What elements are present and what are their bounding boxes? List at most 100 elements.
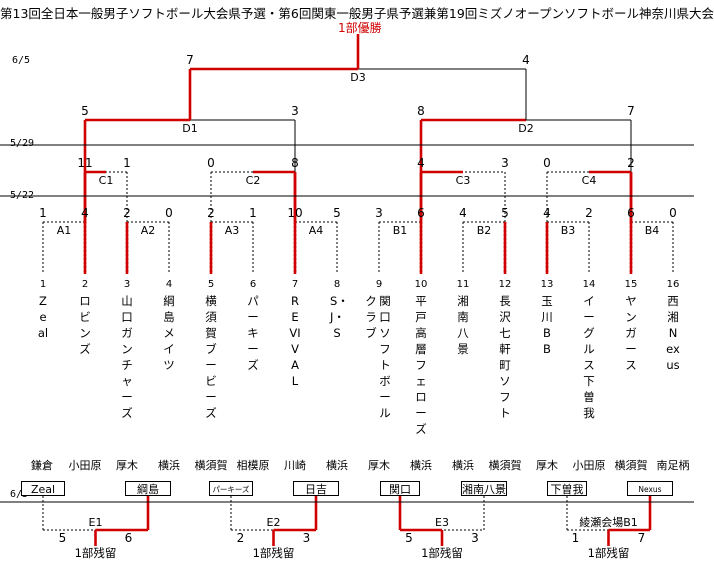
lower-result: 1部残留 (587, 546, 630, 560)
lower-match-label: E1 (88, 516, 103, 529)
team-seed: 6 (249, 279, 257, 290)
team-seed: 2 (81, 279, 89, 290)
team-name: S・J・S (330, 294, 349, 340)
score-right: 5 (333, 206, 341, 220)
score-right: 2 (585, 206, 593, 220)
score-right: 4 (81, 206, 89, 220)
score-right: 7 (627, 104, 635, 118)
team-name: パーキーズ (247, 294, 259, 372)
score-right: 1 (249, 206, 257, 220)
score-right: 3 (291, 104, 299, 118)
city-left-2: 小田原 (68, 459, 102, 472)
lower-team-box: 関口 (380, 481, 420, 496)
lower-score-left: 5 (405, 531, 413, 545)
city-left-2: 小田原 (572, 459, 606, 472)
city-right: 横須賀 (614, 459, 648, 472)
lower-score-left: 5 (58, 531, 67, 545)
score-left: 5 (81, 104, 89, 118)
lower-score-right: 3 (302, 531, 311, 545)
lower-score-right: 7 (637, 531, 646, 545)
score-right: 3 (501, 156, 509, 170)
team-seed: 11 (456, 279, 470, 290)
team-seed: 8 (333, 279, 341, 290)
lower-team-box: 下曽我 (547, 481, 587, 496)
match-label: B1 (392, 224, 408, 237)
team-name: 玉川BB (541, 294, 553, 356)
lower-team-box: 綱島 (125, 481, 171, 496)
score-right: 8 (291, 156, 299, 170)
match-label: C1 (98, 174, 114, 187)
team-name: Zeal (37, 294, 49, 340)
team-name: イーグルス下曽我 (583, 294, 595, 420)
team-seed: 13 (540, 279, 554, 290)
city-right: 厚木 (116, 459, 138, 472)
team-seed: 12 (498, 279, 512, 290)
score-left: 4 (459, 206, 467, 220)
team-name: ヤンガース (625, 294, 637, 372)
score-left: 11 (77, 156, 93, 170)
match-label: D1 (182, 122, 198, 135)
lower-team-box: 湘南八景 (461, 481, 507, 496)
lower-result: 1部残留 (252, 546, 295, 560)
team-seed: 15 (624, 279, 638, 290)
match-label: A3 (224, 224, 240, 237)
team-seed: 9 (375, 279, 383, 290)
score-left: 7 (186, 53, 194, 67)
champion-label: 1部優勝 (338, 21, 382, 35)
team-name: 西湘 Nexus (666, 294, 691, 372)
lower-match-label: E2 (266, 516, 281, 529)
team-name: 山口ガンチャーズ (121, 294, 133, 420)
city-left-2: 相模原 (236, 459, 270, 472)
bracket-lines (0, 34, 694, 546)
match-label: A4 (308, 224, 324, 237)
date-semi: 5/29 (10, 138, 35, 149)
score-right: 6 (417, 206, 425, 220)
team-seed: 3 (123, 279, 131, 290)
lower-result: 1部残留 (74, 546, 117, 560)
lower-score-left: 2 (236, 531, 245, 545)
score-left: 6 (627, 206, 635, 220)
match-label: D3 (350, 71, 366, 84)
score-left: 4 (543, 206, 551, 220)
city-left: 厚木 (368, 459, 390, 472)
team-name: 綱島メイツ (163, 294, 175, 372)
team-name: 湘南八景 (457, 294, 469, 356)
score-right: 2 (627, 156, 635, 170)
city-left: 横須賀 (194, 459, 228, 472)
city-right: 川崎 (284, 459, 306, 472)
score-left: 2 (123, 206, 131, 220)
team-seed: 10 (414, 279, 428, 290)
match-label: C3 (455, 174, 471, 187)
team-seed: 5 (207, 279, 215, 290)
team-name: 横須賀ブービーズ (205, 294, 217, 420)
city-right: 横浜 (452, 459, 474, 472)
team-name: ロビンズ (79, 294, 91, 356)
score-right: 4 (522, 53, 530, 67)
score-left: 2 (207, 206, 215, 220)
match-label: A2 (140, 224, 156, 237)
match-label: B2 (476, 224, 492, 237)
city-right-2: 横浜 (326, 459, 348, 472)
score-right: 0 (165, 206, 173, 220)
match-label: D2 (518, 122, 534, 135)
lower-score-left: 1 (571, 531, 580, 545)
team-name: 長沢七軒町ソフト (499, 294, 511, 420)
lower-score-right: 6 (124, 531, 133, 545)
match-label: C2 (245, 174, 261, 187)
match-label: C4 (581, 174, 597, 187)
score-right: 5 (501, 206, 509, 220)
team-name: REVIVAL (289, 294, 301, 388)
score-left: 3 (375, 206, 383, 220)
lower-match-label: E3 (435, 516, 449, 529)
page-title: 第13回全日本一般男子ソフトボール大会県予選・第6回関東一般男子県予選兼第19回… (0, 6, 714, 21)
match-label: A1 (56, 224, 72, 237)
match-label: B3 (560, 224, 576, 237)
score-right: 1 (123, 156, 131, 170)
city-left: 鎌倉 (31, 459, 53, 472)
score-left: 10 (287, 206, 303, 220)
score-left: 0 (543, 156, 551, 170)
score-left: 8 (417, 104, 425, 118)
score-left: 4 (417, 156, 425, 170)
lower-team-box: Nexus (627, 481, 673, 496)
lower-score-right: 3 (471, 531, 479, 545)
